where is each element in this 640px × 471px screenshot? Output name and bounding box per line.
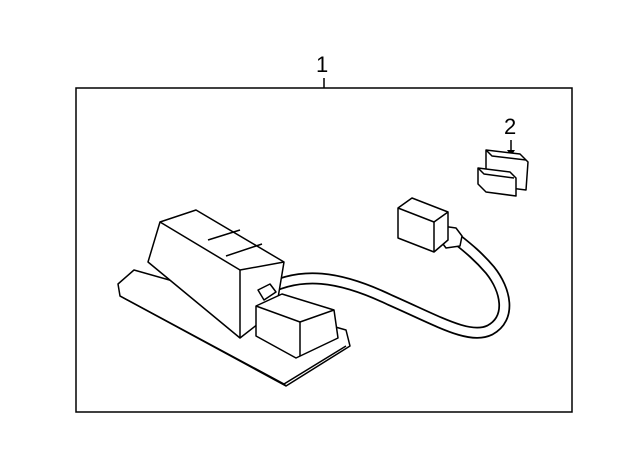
wiring-cable <box>256 234 511 339</box>
assembly-frame <box>75 87 573 413</box>
callout-1-label: 1 <box>316 52 328 77</box>
harness-connector <box>397 197 463 253</box>
license-lamp-housing <box>117 209 351 387</box>
callout-2-label: 2 <box>504 114 516 139</box>
bulb-socket <box>477 149 529 197</box>
